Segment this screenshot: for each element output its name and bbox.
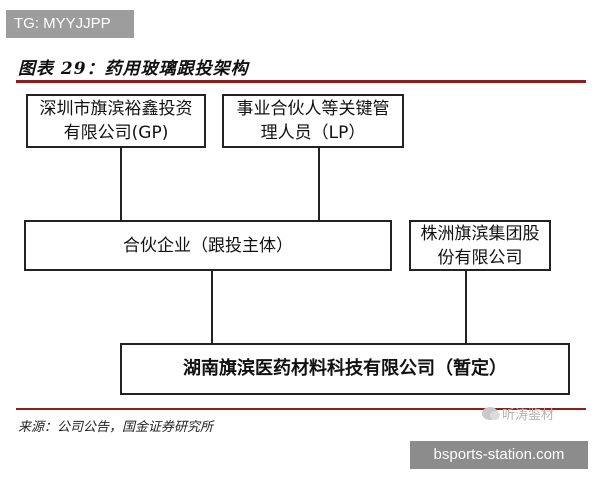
figure-title: 图表 29：药用玻璃跟投架构	[18, 59, 249, 79]
connector-partnership	[211, 270, 213, 344]
connector-lp	[318, 147, 320, 221]
node-zhuzhou-label: 株洲旗滨集团股份有限公司	[420, 223, 540, 268]
site-badge: bsports-station.com	[410, 441, 588, 469]
node-gp-label: 深圳市旗滨裕鑫投资有限公司(GP)	[39, 99, 193, 143]
overlay-tag: TG: MYYJJPP	[6, 10, 134, 38]
node-hunan-label: 湖南旗滨医药材料科技有限公司（暂定）	[183, 358, 507, 379]
watermark: 听涛鉴材	[482, 404, 554, 423]
title-rule	[16, 80, 586, 83]
connector-gp	[120, 147, 122, 221]
node-hunan: 湖南旗滨医药材料科技有限公司（暂定）	[120, 343, 570, 395]
wechat-icon	[482, 407, 500, 420]
node-gp: 深圳市旗滨裕鑫投资有限公司(GP)	[26, 94, 206, 148]
node-partnership-label: 合伙企业（跟投主体）	[123, 235, 293, 256]
source-rule	[16, 408, 586, 410]
node-zhuzhou: 株洲旗滨集团股份有限公司	[409, 220, 551, 271]
node-lp: 事业合伙人等关键管理人员（LP）	[222, 94, 404, 148]
watermark-text: 听涛鉴材	[502, 408, 555, 423]
source-note: 来源：公司公告，国金证券研究所	[18, 420, 214, 435]
node-lp-label: 事业合伙人等关键管理人员（LP）	[236, 99, 390, 143]
connector-zhuzhou	[465, 270, 467, 344]
node-partnership: 合伙企业（跟投主体）	[24, 220, 392, 271]
